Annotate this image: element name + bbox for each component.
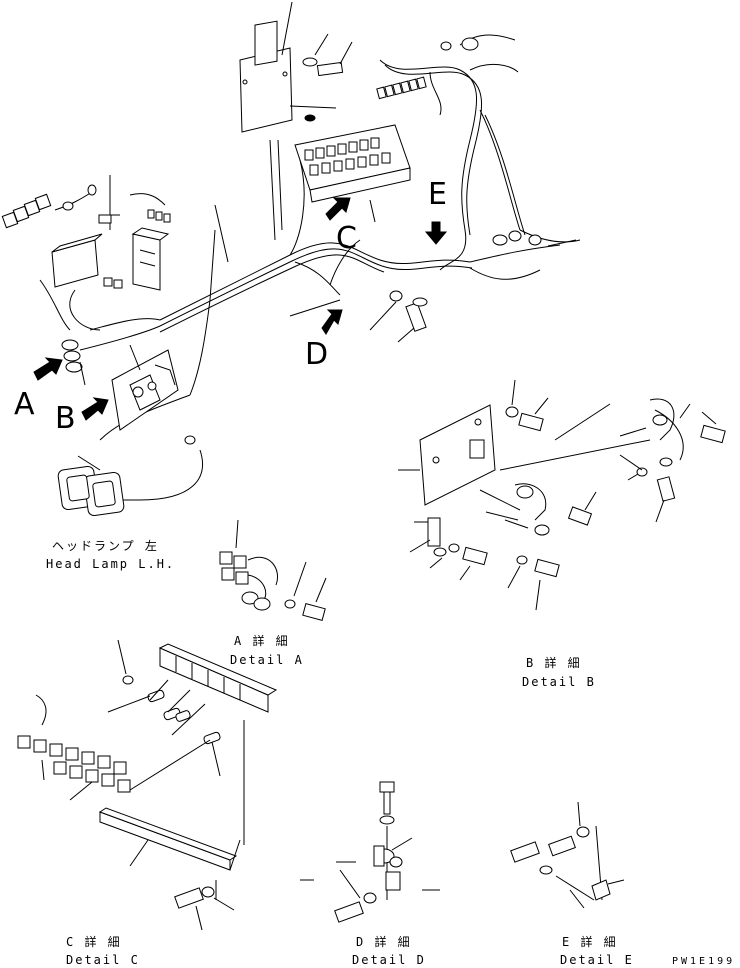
detail-c-drawing — [17, 639, 278, 931]
relay-box-slots — [304, 137, 391, 176]
detail-a-title-jp: A 詳 細 — [234, 633, 290, 648]
detail-a-drawing — [219, 519, 327, 621]
arrow-b — [81, 397, 109, 421]
arrow-e — [424, 221, 448, 245]
detail-e-title-en: Detail E — [560, 953, 634, 967]
controller-panel — [239, 1, 353, 133]
detail-c-title-en: Detail C — [66, 953, 140, 967]
panel-b — [111, 344, 196, 445]
left-components — [1, 184, 171, 386]
right-harness-parts — [376, 37, 577, 247]
callout-b: B — [55, 401, 76, 436]
detail-d-drawing — [300, 781, 440, 923]
connector-row-top — [376, 76, 427, 100]
arrow-a — [33, 357, 63, 381]
detail-e-drawing — [510, 801, 625, 909]
main-bolts — [289, 290, 428, 343]
detail-e-title-jp: E 詳 細 — [562, 934, 618, 949]
connector-block-left — [1, 184, 97, 229]
headlamp-label-jp: ヘッドランプ 左 — [52, 538, 159, 553]
detail-c-title-jp: C 詳 細 — [66, 934, 122, 949]
callout-d: D — [305, 337, 328, 372]
head-lamp-lh — [57, 455, 125, 517]
drawing-code: PW1E199 — [672, 956, 735, 967]
detail-d-title-en: Detail D — [352, 953, 426, 967]
detail-b-drawing — [398, 379, 726, 611]
relay-box — [269, 124, 411, 241]
detail-b-title-jp: B 詳 細 — [526, 655, 582, 670]
detail-a-title-en: Detail A — [230, 653, 304, 667]
main-harness — [39, 34, 581, 501]
arrow-c — [325, 197, 351, 221]
callout-c: C — [336, 221, 357, 256]
arrow-d — [321, 309, 343, 335]
detail-b-title-en: Detail B — [522, 675, 596, 689]
detail-d-title-jp: D 詳 細 — [356, 934, 412, 949]
detail-c-connector-row — [17, 735, 131, 793]
callout-a: A — [14, 387, 35, 422]
headlamp-label-en: Head Lamp L.H. — [46, 557, 175, 571]
callout-e: E — [428, 177, 447, 212]
